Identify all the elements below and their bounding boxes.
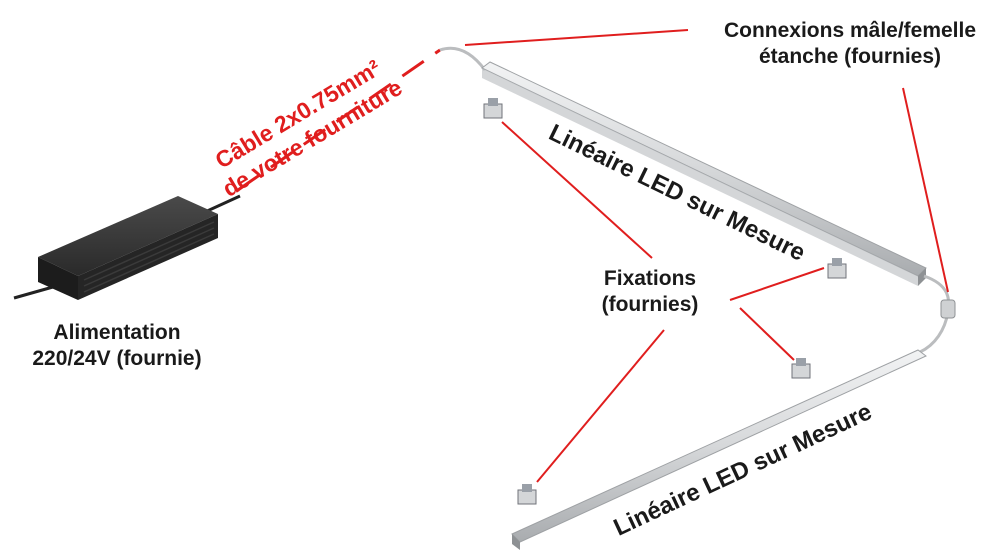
customer-cable-dashed [237,48,441,192]
led-profile-bottom [511,349,927,550]
connector-right [919,274,956,354]
psu-body-top [38,196,218,276]
fixation-clip-2 [827,258,847,279]
psu-body-front [38,257,78,300]
fixation-clip-4 [517,484,537,505]
fixations-line-2: (fournies) [601,293,699,316]
connexions-line-1: Connexions mâle/femelle [723,19,977,42]
connexions-line-2: étanche (fournies) [758,45,942,68]
psu-cable-right [204,194,241,214]
fixations-label: Fixations (fournies) [570,266,730,318]
leader-fixation-3 [739,307,795,361]
alimentation-label: Alimentation 220/24V (fournie) [12,320,222,372]
led-profile-top [481,61,927,286]
leader-fixation-4 [536,329,665,483]
fixation-clip-3 [791,358,811,379]
leader-fixation-2 [729,267,825,301]
leader-connexions-top [464,29,689,46]
alimentation-line-2: 220/24V (fournie) [32,347,202,370]
leader-fixation-1 [501,121,653,259]
fixation-clip-1 [483,98,503,119]
connexions-label: Connexions mâle/femelle étanche (fournie… [690,18,1007,70]
connector-cable-top [439,46,487,71]
power-supply [13,194,241,300]
alimentation-line-1: Alimentation [53,321,181,344]
fixations-line-1: Fixations [603,267,697,290]
leader-connexions-right [902,87,949,293]
